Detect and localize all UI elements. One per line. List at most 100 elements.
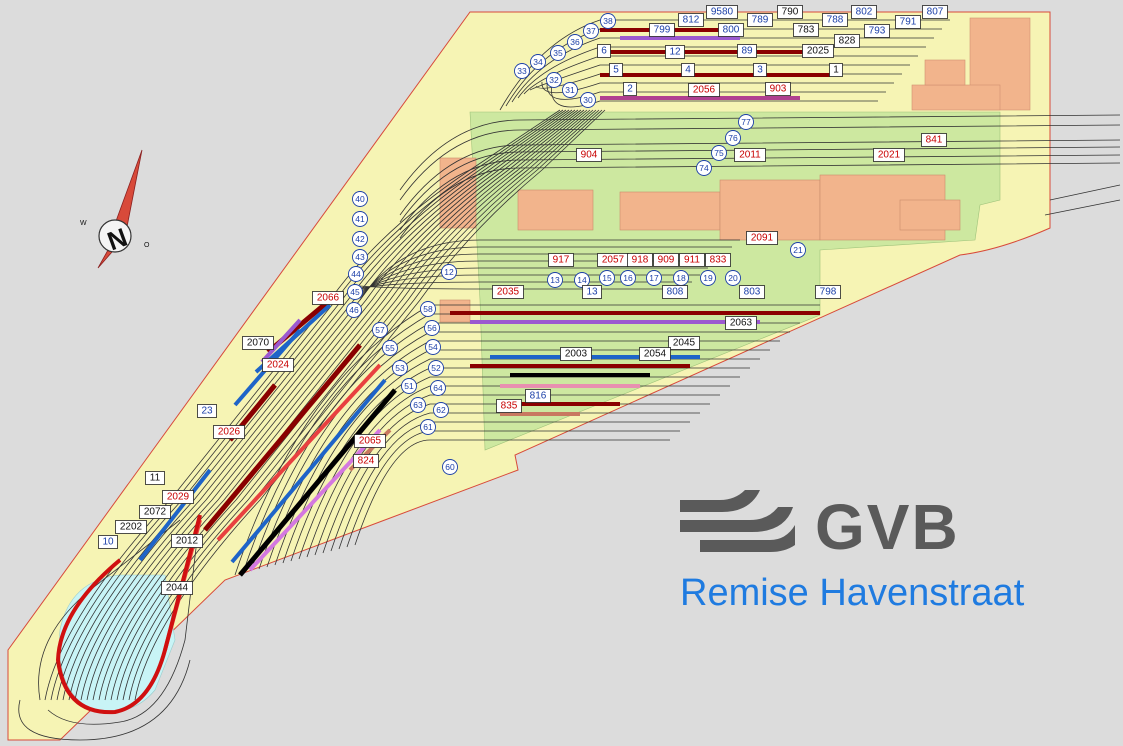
rail-track-21 [274, 349, 770, 566]
junction-marker: 74 [696, 160, 712, 176]
label-box [639, 347, 671, 361]
label-text: 77 [741, 117, 751, 127]
label-text: 2070 [247, 338, 270, 349]
label-text: 5 [613, 65, 619, 76]
label-box [679, 253, 705, 267]
label-box [678, 13, 704, 27]
track-number-label: 2035 [492, 285, 524, 299]
compass-west-label: W [80, 220, 87, 227]
track-number-label: 799 [649, 23, 675, 37]
rail-track-22 [282, 358, 760, 564]
junction-circle [725, 130, 741, 146]
junction-marker: 52 [428, 360, 444, 376]
label-text: 46 [349, 305, 359, 315]
rail-track-45 [399, 162, 1121, 239]
track-number-label: 788 [822, 13, 848, 27]
label-text: 904 [581, 150, 598, 161]
track-number-label: 789 [747, 13, 773, 27]
label-text: 57 [375, 325, 385, 335]
junction-marker: 53 [392, 360, 408, 376]
track-number-label: 816 [525, 389, 551, 403]
track-number-label: 835 [496, 399, 522, 413]
label-box [548, 253, 574, 267]
label-text: 918 [632, 255, 649, 266]
label-text: 42 [355, 234, 365, 244]
track-number-label: 2021 [873, 148, 905, 162]
label-box [725, 316, 757, 330]
junction-marker: 41 [352, 211, 368, 227]
junction-marker: 34 [530, 54, 546, 70]
junction-circle [430, 380, 446, 396]
junction-marker: 36 [567, 34, 583, 50]
track-number-label: 903 [765, 82, 791, 96]
label-text: 799 [654, 25, 671, 36]
label-text: 1 [833, 65, 839, 76]
label-text: 807 [927, 7, 944, 18]
junction-marker: 75 [711, 145, 727, 161]
label-box [705, 253, 731, 267]
label-box [139, 505, 171, 519]
rail-track-12 [116, 109, 597, 701]
label-text: 30 [583, 95, 593, 105]
label-text: 17 [649, 273, 659, 283]
track-number-label: 2057 [597, 253, 629, 267]
junction-marker: 54 [425, 339, 441, 355]
label-box [312, 291, 344, 305]
track-number-label: 824 [353, 454, 379, 468]
track-number-label: 798 [815, 285, 841, 299]
label-text: 2 [627, 84, 633, 95]
label-text: 2011 [739, 150, 761, 161]
vehicle-bar-4 [138, 468, 212, 562]
label-text: 903 [770, 84, 787, 95]
label-text: 841 [926, 135, 943, 146]
rail-track-8 [92, 109, 585, 701]
rail-track-28 [330, 412, 700, 552]
label-box [864, 24, 890, 38]
label-text: 790 [782, 7, 799, 18]
junction-circle [425, 339, 441, 355]
track-number-label: 918 [627, 253, 653, 267]
label-text: 783 [798, 25, 815, 36]
label-text: 43 [355, 252, 365, 262]
junction-marker: 31 [562, 82, 578, 98]
label-text: 2065 [359, 436, 382, 447]
junction-marker: 63 [410, 397, 426, 413]
label-box [492, 285, 524, 299]
junction-marker: 42 [352, 231, 368, 247]
rail-track-9 [98, 109, 588, 701]
label-text: 802 [856, 7, 873, 18]
rail-track-57 [47, 514, 201, 725]
label-text: 833 [710, 255, 727, 266]
label-box [921, 133, 947, 147]
junction-marker: 30 [580, 92, 596, 108]
label-text: 2026 [218, 427, 241, 438]
label-box [895, 15, 921, 29]
label-text: 34 [533, 57, 543, 67]
track-number-label: 828 [834, 34, 860, 48]
label-text: 56 [427, 323, 437, 333]
map-title: Remise Havenstraat [680, 572, 1025, 614]
track-number-label: 909 [653, 253, 679, 267]
junction-circle [441, 264, 457, 280]
label-text: 3 [757, 65, 763, 76]
label-text: 909 [658, 255, 675, 266]
track-number-label: 13 [582, 285, 602, 299]
junction-marker: 35 [550, 45, 566, 61]
label-box [922, 5, 948, 19]
rail-track-31 [354, 439, 670, 546]
junction-marker: 77 [738, 114, 754, 130]
junction-circle [696, 160, 712, 176]
junction-circle [550, 45, 566, 61]
label-text: 4 [685, 65, 691, 76]
label-box [115, 520, 147, 534]
label-text: 917 [553, 255, 570, 266]
junction-circle [514, 63, 530, 79]
label-box [765, 82, 791, 96]
label-text: 12 [669, 47, 681, 58]
label-text: 2066 [317, 293, 340, 304]
label-box [802, 44, 834, 58]
label-box [718, 23, 744, 37]
label-box [822, 13, 848, 27]
label-box [525, 389, 551, 403]
